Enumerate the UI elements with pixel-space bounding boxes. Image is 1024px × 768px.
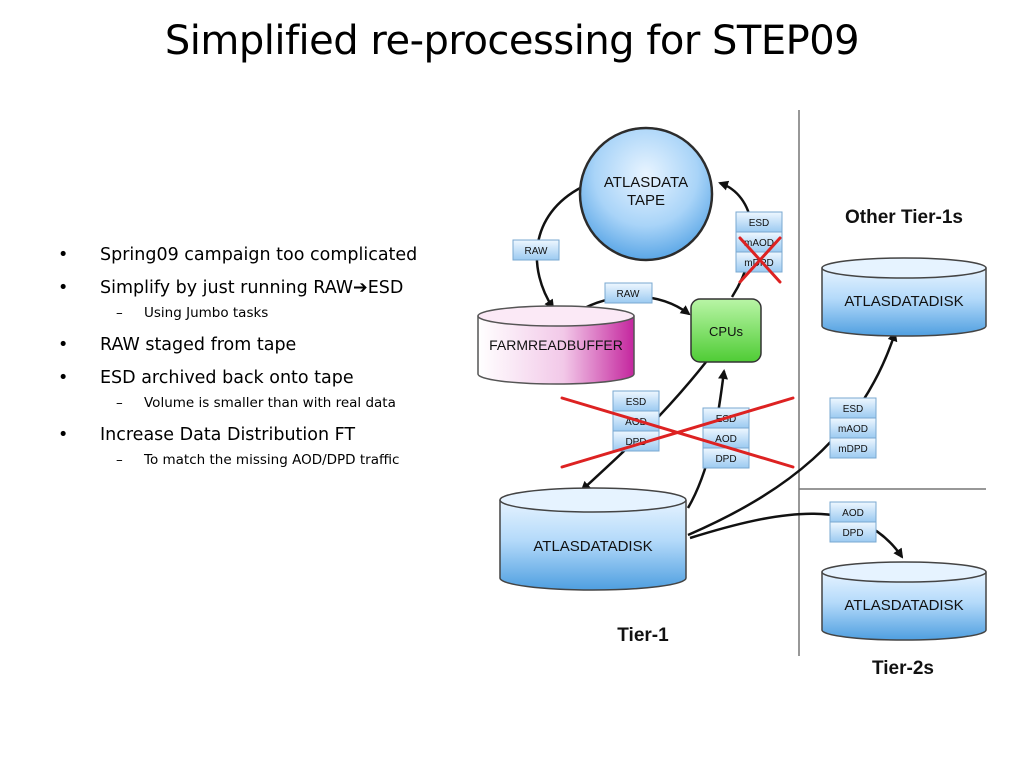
bullet-text: Increase Data Distribution FT [100, 425, 356, 445]
bullet-text: ESD archived back onto tape [100, 368, 354, 388]
raw-label: RAW [617, 289, 641, 300]
atlasdata-tape: ATLASDATA TAPE [578, 126, 714, 262]
aod-label: AOD [842, 508, 864, 519]
bullet-item: • Increase Data Distribution FT [58, 424, 478, 446]
farm-label: FARMREADBUFFER [489, 337, 623, 353]
dpd-label: DPD [842, 528, 863, 539]
bullet-item: • Spring09 campaign too complicated [58, 244, 478, 266]
sub-bullet-item: – Volume is smaller than with real data [58, 394, 478, 412]
sub-bullet-text: To match the missing AOD/DPD traffic [144, 452, 400, 468]
bullet-dot-icon: • [58, 425, 69, 445]
arrow-icon: ➔ [353, 278, 368, 298]
bullet-dash-icon: – [116, 452, 123, 468]
bullet-item: • ESD archived back onto tape [58, 367, 478, 389]
bullet-dot-icon: • [58, 245, 69, 265]
aod-label: AOD [715, 434, 737, 445]
bullet-dash-icon: – [116, 305, 123, 321]
tier2-disk-label: ATLASDATADISK [844, 597, 963, 614]
arrow-t1disk-to-tier2 [689, 512, 904, 559]
bullet-text: Spring09 campaign too complicated [100, 245, 418, 265]
aod-label: AOD [625, 417, 647, 428]
tape-label-line2: TAPE [627, 192, 665, 209]
other-tier1-datadisk-cylinder: ATLASDATADISK [821, 257, 987, 337]
sub-bullet-item: – Using Jumbo tasks [58, 304, 478, 322]
bullet-dot-icon: • [58, 278, 69, 298]
bullet-item: • RAW staged from tape [58, 334, 478, 356]
sub-bullet-text: Using Jumbo tasks [144, 305, 269, 321]
data-stack-to-other-tier1: ESD mAOD mDPD [829, 397, 877, 459]
slide-title: Simplified re-processing for STEP09 [164, 18, 860, 64]
bullet-item: • Simplify by just running RAW➔ESD [58, 277, 478, 299]
tier1-heading: Tier-1 [617, 625, 669, 646]
tier2-datadisk-cylinder: ATLASDATADISK [821, 561, 987, 641]
dpd-label: DPD [715, 454, 736, 465]
bullet-text: ESD [367, 278, 404, 298]
sub-bullet-item: – To match the missing AOD/DPD traffic [58, 451, 478, 469]
data-stack-to-tier2: AOD DPD [829, 501, 877, 543]
dpd-label: DPD [625, 437, 646, 448]
arrow-t1disk-to-other-tier1 [687, 331, 898, 537]
bullet-dash-icon: – [116, 395, 123, 411]
cross-out-icon [738, 236, 782, 284]
mdpd-label: mDPD [744, 258, 773, 269]
cpus-box: CPUs [690, 298, 762, 363]
esd-label: ESD [843, 404, 864, 415]
raw-label: RAW [525, 246, 549, 257]
bullet-text: RAW staged from tape [100, 335, 297, 355]
tier2s-heading: Tier-2s [872, 658, 934, 679]
cross-out-icon [560, 396, 795, 469]
esd-label: ESD [626, 397, 647, 408]
other-tier1s-heading: Other Tier-1s [845, 207, 963, 228]
bullet-list: • Spring09 campaign too complicated • Simp… [58, 244, 478, 481]
bullet-dot-icon: • [58, 335, 69, 355]
maod-label: mAOD [744, 238, 774, 249]
other-tier1-disk-label: ATLASDATADISK [844, 293, 963, 310]
tier1-datadisk-cylinder: ATLASDATADISK [499, 487, 687, 591]
tier1-disk-label: ATLASDATADISK [533, 538, 652, 555]
sub-bullet-text: Volume is smaller than with real data [144, 395, 396, 411]
farmreadbuffer-cylinder: FARMREADBUFFER [477, 305, 635, 385]
tape-label-line1: ATLASDATA [604, 174, 688, 191]
bullet-dot-icon: • [58, 368, 69, 388]
raw-box-farm-to-cpus: RAW [604, 282, 653, 304]
cpus-label: CPUs [709, 324, 743, 339]
bullet-text: Simplify by just running RAW [100, 278, 354, 298]
mdpd-label: mDPD [838, 444, 867, 455]
esd-label: ESD [749, 218, 770, 229]
raw-box-tape-to-farm: RAW [512, 239, 560, 261]
maod-label: mAOD [838, 424, 868, 435]
